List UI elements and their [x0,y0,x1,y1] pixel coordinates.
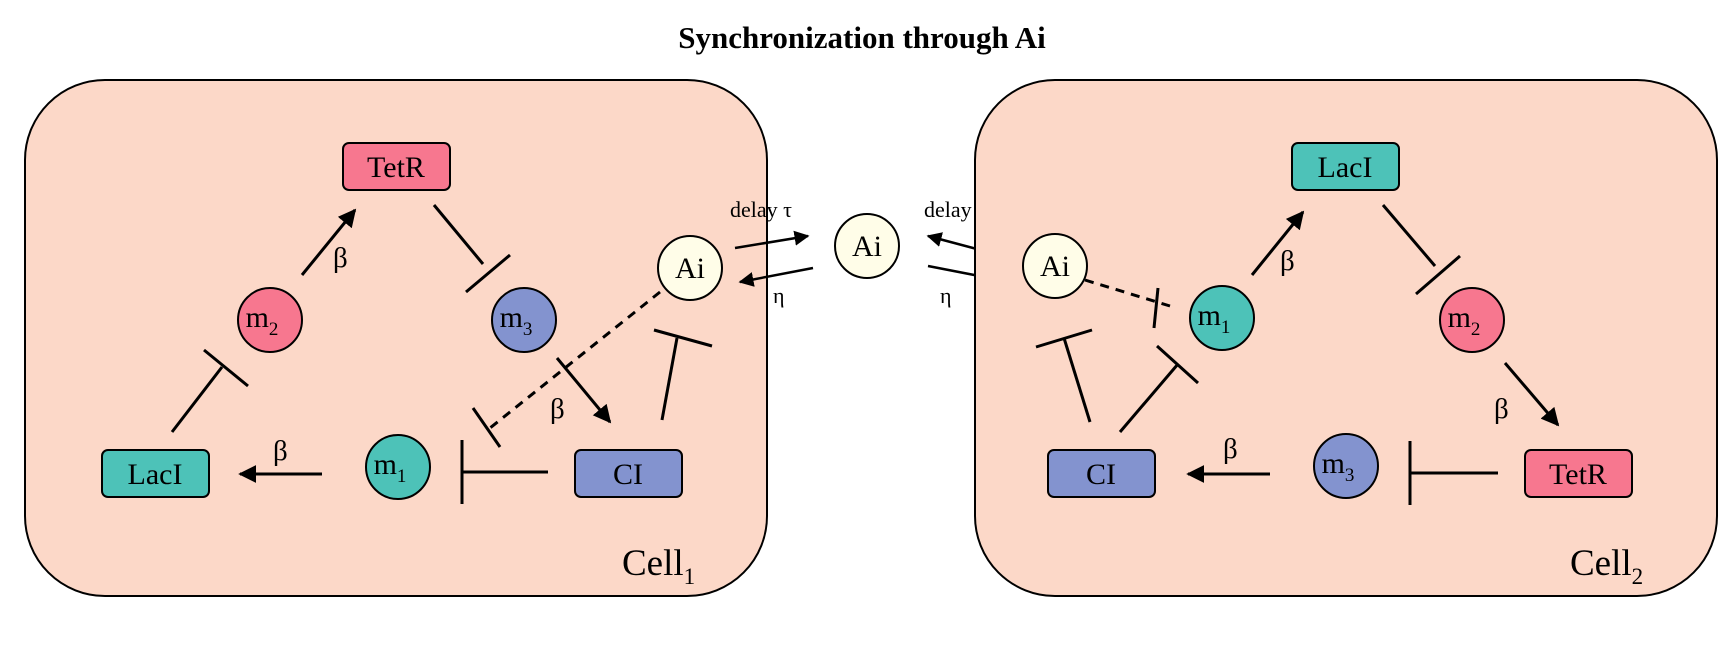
cell-1-m3-sub: 3 [523,319,533,340]
cell-1-m2-label: m [246,301,269,334]
cell-2-laci-label: LacI [1318,151,1373,184]
svg-text:m3: m3 [500,301,533,340]
cell-1-m3-node: m3 [491,287,557,353]
cell-1-edge-ci-ai [653,328,713,421]
cell-1-tetr-label: TetR [367,151,425,184]
cell-2-tetr-node: TetR [1524,449,1633,498]
cell-2-m3-label: m [1322,447,1345,480]
cell-2-beta-2: β [1494,393,1509,425]
svg-text:m2: m2 [246,301,279,340]
cell-2-label: Cell2 [1570,543,1643,589]
cell-2-edge-m1-laci [1250,210,1305,276]
cell-1-edge-ci-m1 [460,440,548,504]
cell-1: TetR LacI CI m2 m3 m1 Ai β [24,79,768,597]
cell-1-tetr-node: TetR [342,142,451,191]
cell-1-label: Cell1 [622,543,695,589]
cell-2-edge-tetr-m3 [1408,441,1498,505]
cell-1-m3-label: m [500,301,523,334]
cell-2-m2-node: m2 [1439,287,1505,353]
cell-1-ci-label: CI [613,458,643,491]
svg-text:m1: m1 [1198,299,1231,338]
cell-2-laci-node: LacI [1291,142,1400,191]
cell-1-m1-node: m1 [365,434,431,500]
cell-2-m1-label: m [1198,299,1221,332]
extracellular: Ai delay τ η delay τ η [730,197,1007,308]
eta-right-label: η [940,283,952,308]
cell-1-m2-node: m2 [237,287,303,353]
cell-1-edge-tetr-m3 [432,204,511,294]
cell-2-tetr-label: TetR [1549,458,1607,491]
cell-2-ai-node: Ai [1022,233,1088,299]
cell-1-beta-3: β [273,435,288,467]
cell-1-beta-1: β [333,242,348,274]
cell-1-laci-label: LacI [128,458,183,491]
cell-2-ci-node: CI [1047,449,1156,498]
cell-2-ci-label: CI [1086,458,1116,491]
cell-1-m1-sub: 1 [397,466,407,487]
cell-1-m1-label: m [374,448,397,481]
cell-2-beta-1: β [1280,245,1295,277]
cell-1-edge-laci-m2 [170,348,249,433]
cell-1-ai-label: Ai [675,252,705,285]
delay-left-label: delay τ [730,197,792,222]
cell-1-edge-ai-m1-dashed [471,290,661,448]
cell-2-edge-ci-m1 [1118,344,1200,433]
svg-text:m1: m1 [374,448,407,487]
cell-2-beta-3: β [1223,433,1238,465]
cell-2-edge-ai-m1-dashed [1084,278,1171,329]
eta-left-label: η [773,283,785,308]
cell-2-m2-sub: 2 [1471,319,1481,340]
cell-2-edge-m2-tetr [1503,362,1560,427]
cell-2-m3-sub: 3 [1345,465,1355,486]
arrow-cell1-to-ext [734,230,810,250]
arrow-ext-to-cell1 [738,266,814,287]
svg-text:m3: m3 [1322,447,1355,486]
cell-2-ai-label: Ai [1040,250,1070,283]
cell-1-beta-2: β [550,393,565,425]
extracellular-ai-label: Ai [852,230,882,263]
svg-text:m2: m2 [1448,301,1481,340]
cell-2-m3-node: m3 [1313,433,1379,499]
cell-1-ai-node: Ai [657,235,723,301]
diagram-title: Synchronization through Ai [678,20,1046,55]
cell-2-m2-label: m [1448,301,1471,334]
cell-2-edge-ci-ai [1035,328,1093,423]
extracellular-ai-node: Ai [834,213,900,279]
cell-2-edge-laci-m2 [1381,204,1461,296]
cell-1-m2-sub: 2 [269,319,279,340]
cell-1-edge-m3-ci [555,357,612,424]
cell-2-m1-node: m1 [1189,285,1255,351]
cell-1-ci-node: CI [574,449,683,498]
cell-1-edge-m2-tetr [300,208,357,276]
cell-2-m1-sub: 1 [1221,317,1231,338]
cell-2: LacI TetR CI m1 m2 m3 Ai β [974,79,1718,597]
cell-1-laci-node: LacI [101,449,210,498]
